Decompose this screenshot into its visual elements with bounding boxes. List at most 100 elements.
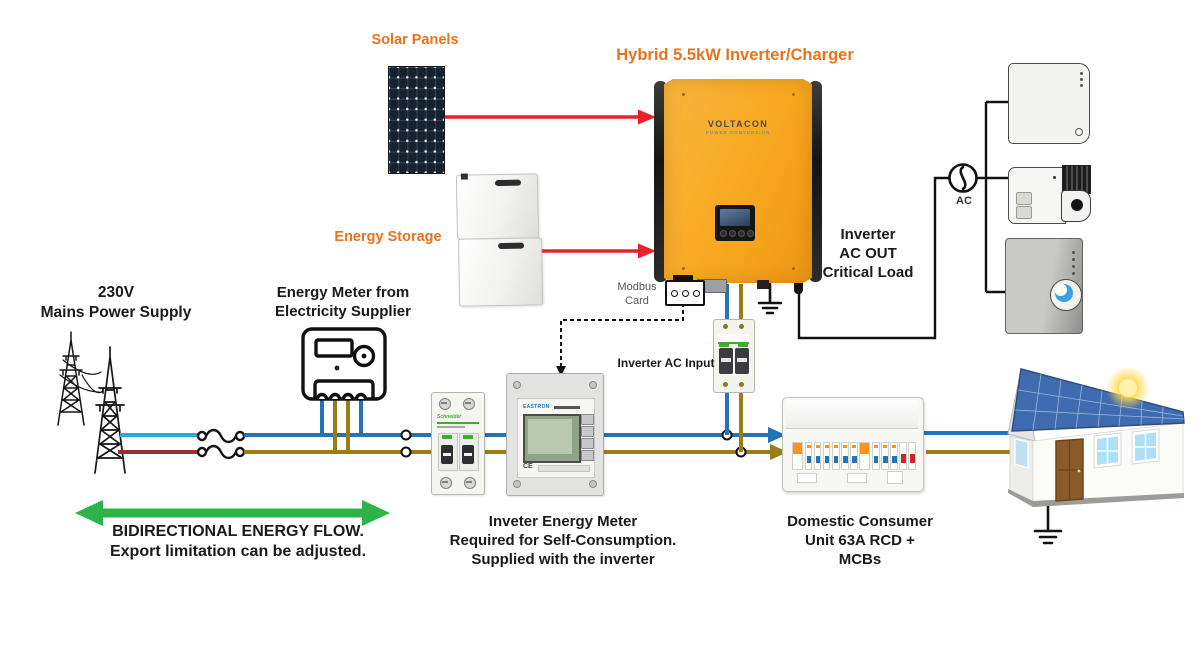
ac-out-label: Inverter AC OUT Critical Load	[799, 225, 937, 283]
washer-button	[1072, 265, 1075, 268]
ac-out-line1: Inverter	[840, 226, 896, 243]
pole-toggle	[462, 445, 474, 464]
washer-button	[1072, 258, 1075, 261]
screw	[439, 398, 451, 410]
inverter-front-panel	[664, 79, 812, 283]
left-window	[1014, 438, 1029, 469]
energy-storage-label: Energy Storage	[334, 229, 442, 245]
mains-supply-label: 230V Mains Power Supply	[31, 283, 201, 323]
hybrid-inverter-image: VOLTACON POWER CONVERSION	[652, 79, 824, 285]
screw	[682, 93, 685, 96]
meter-button	[581, 450, 594, 461]
breaker-indicator	[719, 343, 729, 347]
inverter-meter-line1: Inveter Energy Meter	[488, 513, 638, 530]
pole-toggle	[441, 445, 453, 464]
wire-live-arrowhead	[768, 427, 786, 443]
modbus-card-label: Modbus Card	[610, 280, 664, 308]
pole-indicator	[463, 435, 473, 439]
test-label	[887, 471, 903, 484]
circuit-label	[847, 473, 867, 483]
inverter-brand: VOLTACON POWER CONVERSION	[664, 119, 812, 135]
inverter-meter-label: Inveter Energy Meter Required for Self-C…	[432, 512, 694, 570]
consumer-unit-line3: MCBs	[838, 551, 882, 569]
din-tab	[589, 381, 597, 389]
meter-brand: EASTRON	[523, 404, 550, 410]
inverter-ac-input-breaker	[713, 319, 755, 393]
battery-dc-arrow	[538, 243, 656, 259]
mains-supply-line2: Mains Power Supply	[40, 303, 192, 321]
supplier-meter-label: Energy Meter from Electricity Supplier	[257, 283, 429, 321]
sun-glare-core	[1119, 379, 1137, 397]
ac-symbol-label: AC	[956, 195, 972, 207]
mcb-red	[899, 442, 907, 470]
toggle-stripe	[464, 453, 472, 456]
supplier-meter-line2: Electricity Supplier	[275, 303, 411, 321]
roof-solar-array	[1011, 368, 1185, 432]
inverter-brand-sub: POWER CONVERSION	[705, 130, 771, 135]
ac-out-line3: Critical Load	[822, 264, 914, 282]
meter-lcd-display	[528, 419, 572, 454]
inverter-button	[729, 230, 736, 237]
consumer-unit-lid	[786, 400, 918, 429]
meter-button	[581, 414, 594, 425]
washer-button	[1072, 272, 1075, 275]
breaker-pole	[459, 433, 479, 471]
modbus-card-image	[665, 275, 705, 306]
screw	[792, 93, 795, 96]
screw	[464, 477, 476, 489]
battery-module-bottom	[457, 237, 544, 307]
bidirectional-label: BIDIRECTIONAL ENERGY FLOW. Export limita…	[92, 522, 384, 563]
front-windows	[1093, 428, 1160, 469]
inverter-brand-name: VOLTACON	[707, 119, 769, 129]
battery-storage-image	[455, 170, 544, 307]
meter-model-text	[554, 406, 580, 409]
inverter-button	[738, 230, 745, 237]
meter-button	[581, 438, 594, 449]
inverter-ac-input-label: Inverter AC Input	[617, 356, 715, 370]
inverter-meter-line3: Supplied with the inverter	[471, 551, 655, 569]
modbus-pin	[692, 289, 700, 297]
screw-slot	[465, 402, 471, 404]
washer-door	[1050, 279, 1082, 311]
appliance-washing-machine	[1005, 238, 1083, 334]
heat-pump-grille	[1062, 165, 1091, 194]
battery-handle	[498, 242, 525, 250]
solar-panel-image	[388, 66, 445, 174]
battery-handle	[494, 179, 522, 187]
consumer-unit-label: Domestic Consumer Unit 63A RCD + MCBs	[779, 512, 941, 570]
inverter-meter-line2: Required for Self-Consumption.	[449, 532, 677, 550]
mcb	[850, 442, 858, 470]
breaker-pole	[438, 433, 458, 471]
house-ground-icon	[1033, 496, 1063, 545]
ac-out-line2: AC OUT	[839, 245, 897, 263]
roof-panel-grid	[1014, 373, 1185, 431]
pv-dc-arrow	[443, 109, 656, 125]
modbus-pin	[681, 289, 689, 297]
consumer-unit-line2: Unit 63A RCD +	[805, 532, 915, 550]
breaker-indicator	[738, 343, 748, 347]
battery-module-top	[455, 173, 539, 240]
supplier-meter-line1: Energy Meter from	[276, 284, 410, 301]
screw	[792, 267, 795, 270]
modbus-line1: Modbus	[617, 281, 657, 293]
din-tab	[589, 480, 597, 488]
appliance-heat-pump	[1008, 163, 1092, 224]
supplier-meter-icon	[301, 327, 387, 401]
ac-out-routing	[797, 100, 1010, 340]
screw-slot	[442, 481, 448, 483]
washer-button	[1072, 251, 1075, 254]
breaker-label-band	[718, 334, 749, 344]
din-tab	[513, 381, 521, 389]
terminal	[739, 324, 744, 329]
battery-indicator	[460, 173, 468, 180]
indicator-dot	[1053, 176, 1056, 179]
inverter-button	[720, 230, 727, 237]
inverter-ground-icon	[757, 282, 783, 315]
screw-slot	[466, 481, 472, 483]
transmission-tower-back-icon	[57, 331, 85, 426]
main-switch	[792, 442, 804, 470]
door-panels	[1058, 440, 1082, 500]
fuse-icons	[196, 428, 246, 460]
